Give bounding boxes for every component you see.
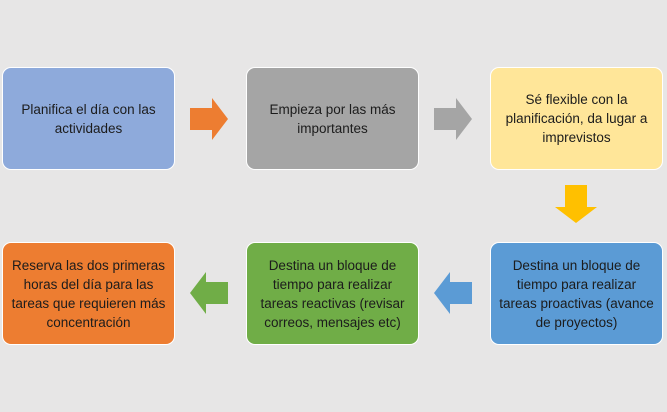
step-1-box: Planifica el día con las actividades [2,67,175,170]
arrow-down-icon [555,185,597,223]
arrow-left-icon [434,272,472,314]
step-2-box: Empieza por las más importantes [246,67,419,170]
step-3-box: Sé flexible con la planificación, da lug… [490,67,663,170]
step-6-box: Reserva las dos primeras horas del día p… [2,242,175,345]
step-5-box: Destina un bloque de tiempo para realiza… [246,242,419,345]
arrow-left-icon [190,272,228,314]
arrow-right-icon [434,98,472,140]
arrow-right-icon [190,98,228,140]
step-4-box: Destina un bloque de tiempo para realiza… [490,242,663,345]
